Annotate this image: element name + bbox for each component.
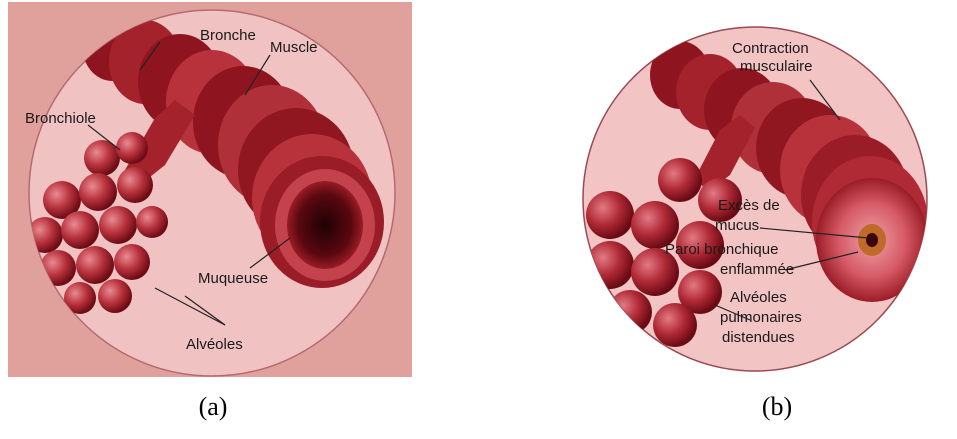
label-mucus: mucus (715, 217, 759, 234)
caption-a: (a) (178, 392, 248, 422)
label-alveoles: Alvéoles (730, 289, 787, 306)
label-musculaire: musculaire (740, 58, 813, 75)
label-alveoles: Alvéoles (186, 336, 243, 353)
label-paroi-bronchique: Paroi bronchique (665, 241, 778, 258)
normal-bronchus-illustration: Bronche Muscle Bronchiole Muqueuse Alvéo… (0, 0, 420, 380)
label-pulmonaires: pulmonaires (720, 309, 802, 326)
label-enflammee: enflammée (720, 261, 794, 278)
label-bronchiole: Bronchiole (25, 110, 96, 127)
label-muscle: Muscle (270, 39, 318, 56)
caption-b: (b) (742, 392, 812, 422)
label-muqueuse: Muqueuse (198, 270, 268, 287)
panel-a-normal-bronchus: Bronche Muscle Bronchiole Muqueuse Alvéo… (0, 0, 420, 439)
narrowed-lumen (866, 233, 878, 247)
asthmatic-bronchus-illustration: Contraction musculaire Excès de mucus Pa… (570, 0, 957, 380)
label-distendues: distendues (722, 329, 795, 346)
bronchus-lumen (287, 181, 363, 269)
label-contraction: Contraction (732, 40, 809, 57)
label-exces-de: Excès de (718, 197, 780, 214)
panel-b-asthmatic-bronchus: Contraction musculaire Excès de mucus Pa… (570, 0, 957, 439)
label-bronche: Bronche (200, 27, 256, 44)
